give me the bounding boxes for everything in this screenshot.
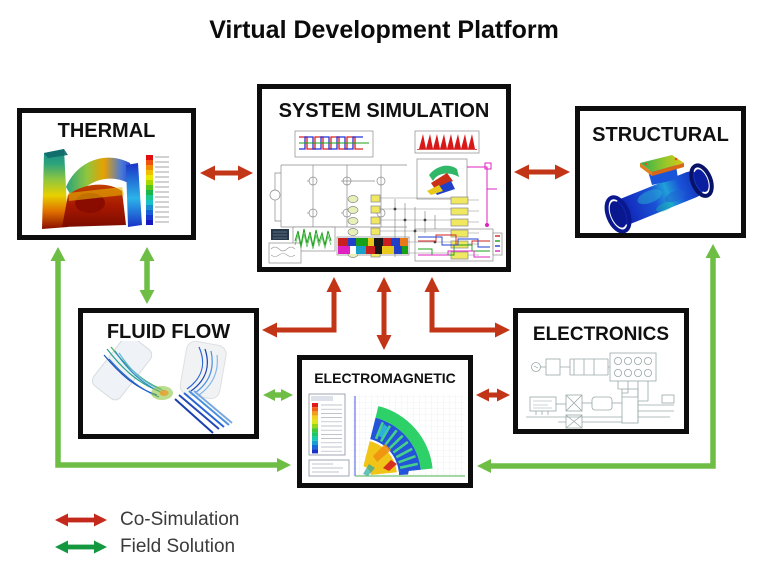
- fluid-flow-box: FLUID FLOW: [78, 308, 259, 439]
- structural-simulation-image: [604, 155, 714, 233]
- thermal-simulation-image: [42, 149, 169, 229]
- electronics-label: ELECTRONICS: [532, 324, 670, 345]
- co-simulation-arrow-system-electromagnetic: [376, 277, 392, 350]
- co-simulation-arrow-thermal-system: [200, 165, 253, 181]
- system-simulation-box: SYSTEM SIMULATION: [257, 84, 511, 272]
- system-simulation-schematic-image: [268, 130, 503, 264]
- fluid-flow-simulation-image: [91, 341, 233, 434]
- legend-label-co-simulation: Co-Simulation: [120, 509, 240, 530]
- em-legend-box: [308, 393, 346, 456]
- thermal-label: THERMAL: [57, 120, 156, 142]
- field-solution-arrow-icon: [55, 540, 107, 554]
- page-title: Virtual Development Platform: [209, 16, 559, 44]
- co-simulation-arrow-system-structural: [514, 164, 570, 180]
- electronics-schematic-image: [526, 352, 675, 429]
- electromagnetic-field-plot-image: [308, 393, 465, 477]
- co-simulation-arrow-system-electronics: [424, 277, 510, 338]
- legend-item-field-solution: Field Solution: [55, 536, 239, 557]
- co-simulation-arrow-icon: [55, 513, 107, 527]
- electronics-box: ELECTRONICS: [513, 308, 689, 434]
- electromagnetic-box: ELECTROMAGNETIC: [297, 355, 473, 488]
- system-simulation-label: SYSTEM SIMULATION: [278, 100, 490, 122]
- structural-label: STRUCTURAL: [592, 124, 729, 146]
- thermal-colorbar: [146, 155, 169, 225]
- structural-box: STRUCTURAL: [575, 106, 746, 238]
- em-info-box: [308, 459, 350, 477]
- thermal-box: THERMAL: [17, 108, 196, 240]
- legend-item-co-simulation: Co-Simulation: [55, 509, 240, 530]
- field-solution-arrow-thermal-fluid: [139, 247, 155, 304]
- legend-label-field-solution: Field Solution: [120, 536, 236, 557]
- electromagnetic-label: ELECTROMAGNETIC: [314, 370, 456, 386]
- co-simulation-arrow-electromagnetic-electronics: [476, 388, 510, 402]
- legend: Co-Simulation Field Solution: [55, 509, 240, 566]
- field-solution-arrow-fluid-electromagnetic: [263, 389, 293, 401]
- co-simulation-arrow-system-fluid: [262, 277, 342, 338]
